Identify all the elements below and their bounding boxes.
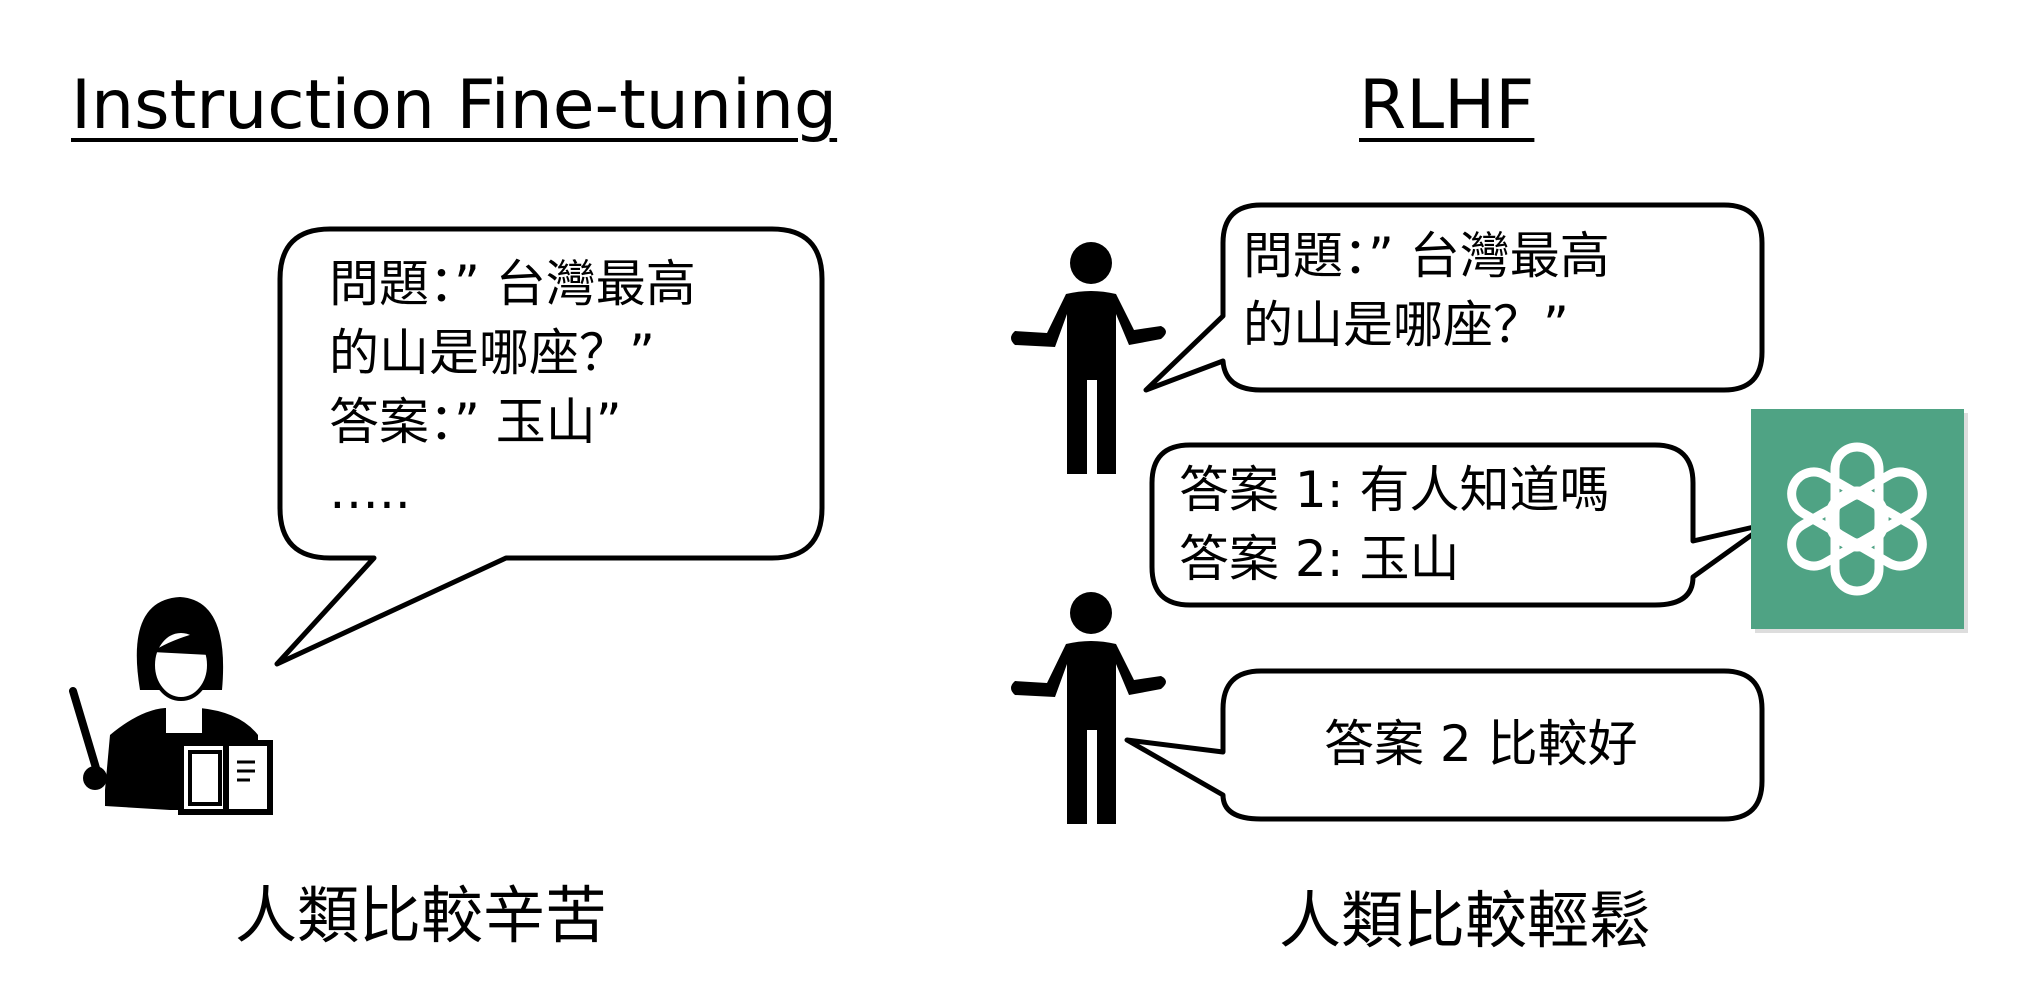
question-bubble (1143, 202, 1765, 393)
bubble-line: 答案：” 玉山” (329, 393, 622, 451)
left-title: Instruction Fine-tuning (71, 66, 838, 145)
bubble-line: 問題：” 台灣最高 (329, 255, 696, 313)
bubble-line: 答案 1: 有人知道嗎 (1179, 461, 1610, 519)
teacher-icon (69, 597, 273, 815)
bubble-line: 問題：” 台灣最高 (1243, 227, 1610, 285)
question-text: 問題：” 台灣最高 的山是哪座？” (1243, 222, 1610, 360)
bubble-line: ….. (329, 462, 411, 520)
person-icon (1011, 592, 1166, 824)
answers-bubble (1149, 442, 1770, 608)
bubble-line: 的山是哪座？” (329, 324, 655, 382)
left-caption: 人類比較辛苦 (235, 879, 608, 952)
person-icon (1011, 242, 1166, 474)
bubble-line: 的山是哪座？” (1243, 296, 1569, 354)
answers-text: 答案 1: 有人知道嗎 答案 2: 玉山 (1179, 456, 1609, 594)
preference-text: 答案 2 比較好 (1324, 715, 1638, 773)
left-speech-bubble (274, 226, 825, 667)
right-caption: 人類比較輕鬆 (1279, 884, 1652, 957)
right-title: RLHF (1359, 66, 1535, 145)
preference-bubble (1124, 668, 1765, 822)
bubble-line: 答案 2: 玉山 (1179, 530, 1460, 588)
left-bubble-text: 問題：” 台灣最高 的山是哪座？” 答案：” 玉山” ….. (329, 250, 696, 526)
chatgpt-logo-icon (1751, 409, 1968, 633)
